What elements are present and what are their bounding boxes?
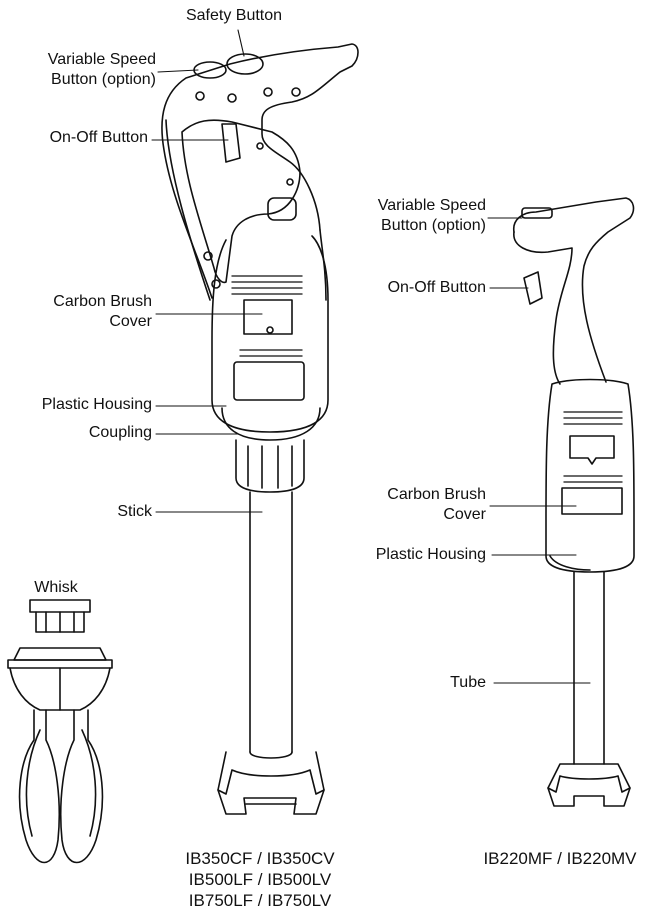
left-model-numbers: IB350CF / IB350CV IB500LF / IB500LV IB75… [160, 848, 360, 911]
label-whisk: Whisk [34, 579, 78, 596]
label-variable-speed-left: Variable Speed Button (option) [8, 50, 156, 90]
left-handle-outer [165, 119, 211, 301]
label-safety-button: Safety Button [185, 7, 283, 24]
right-on-off-trigger [523, 271, 543, 305]
leader-safety-button [237, 29, 245, 57]
left-motor-body [211, 235, 329, 433]
left-model-line1: IB350CF / IB350CV [185, 849, 335, 868]
label-variable-speed-left-line1: Variable Speed [47, 51, 156, 68]
label-stick: Stick [117, 503, 152, 520]
right-bell [547, 763, 631, 793]
right-display-window [569, 435, 615, 465]
label-variable-speed-right-line2: Button (option) [381, 217, 486, 234]
right-handle [512, 197, 635, 383]
label-on-off-right: On-Off Button [387, 279, 486, 296]
safety-button-knob [226, 53, 264, 75]
label-variable-speed-left-line2: Button (option) [51, 71, 156, 88]
right-carbon-brush-cover [561, 487, 623, 515]
whisk-drawing [7, 599, 113, 864]
left-carbon-brush-cover [243, 299, 293, 335]
right-variable-speed-knob [521, 207, 553, 219]
label-variable-speed-right-line1: Variable Speed [377, 197, 486, 214]
label-carbon-brush-right-line2: Cover [443, 506, 486, 523]
label-tube: Tube [450, 674, 486, 691]
label-variable-speed-right: Variable Speed Button (option) [330, 196, 486, 236]
label-plastic-housing-left: Plastic Housing [41, 396, 152, 413]
leader-variable-speed-left [157, 69, 199, 73]
left-on-off-trigger [221, 123, 241, 163]
left-stick [249, 491, 293, 753]
left-coupling [235, 439, 305, 493]
label-carbon-brush-left-line1: Carbon Brush [53, 293, 152, 310]
left-model-line3: IB750LF / IB750LV [188, 891, 332, 910]
left-bell [217, 751, 325, 795]
left-handle-inner [181, 119, 301, 284]
right-mixer-drawing [512, 197, 635, 807]
label-coupling: Coupling [88, 424, 152, 441]
label-plastic-housing-right: Plastic Housing [375, 546, 486, 563]
label-carbon-brush-right: Carbon Brush Cover [330, 485, 486, 525]
right-tube [573, 571, 605, 765]
right-model-numbers: IB220MF / IB220MV [470, 848, 650, 869]
label-carbon-brush-left-line2: Cover [109, 313, 152, 330]
left-model-line2: IB500LF / IB500LV [188, 870, 332, 889]
label-carbon-brush-left: Carbon Brush Cover [0, 292, 152, 332]
label-carbon-brush-right-line1: Carbon Brush [387, 486, 486, 503]
label-on-off-left: On-Off Button [49, 129, 148, 146]
left-handle [161, 43, 359, 299]
left-mixer-drawing [161, 43, 359, 815]
right-motor-body [545, 378, 635, 573]
right-model-line1: IB220MF / IB220MV [483, 849, 637, 868]
